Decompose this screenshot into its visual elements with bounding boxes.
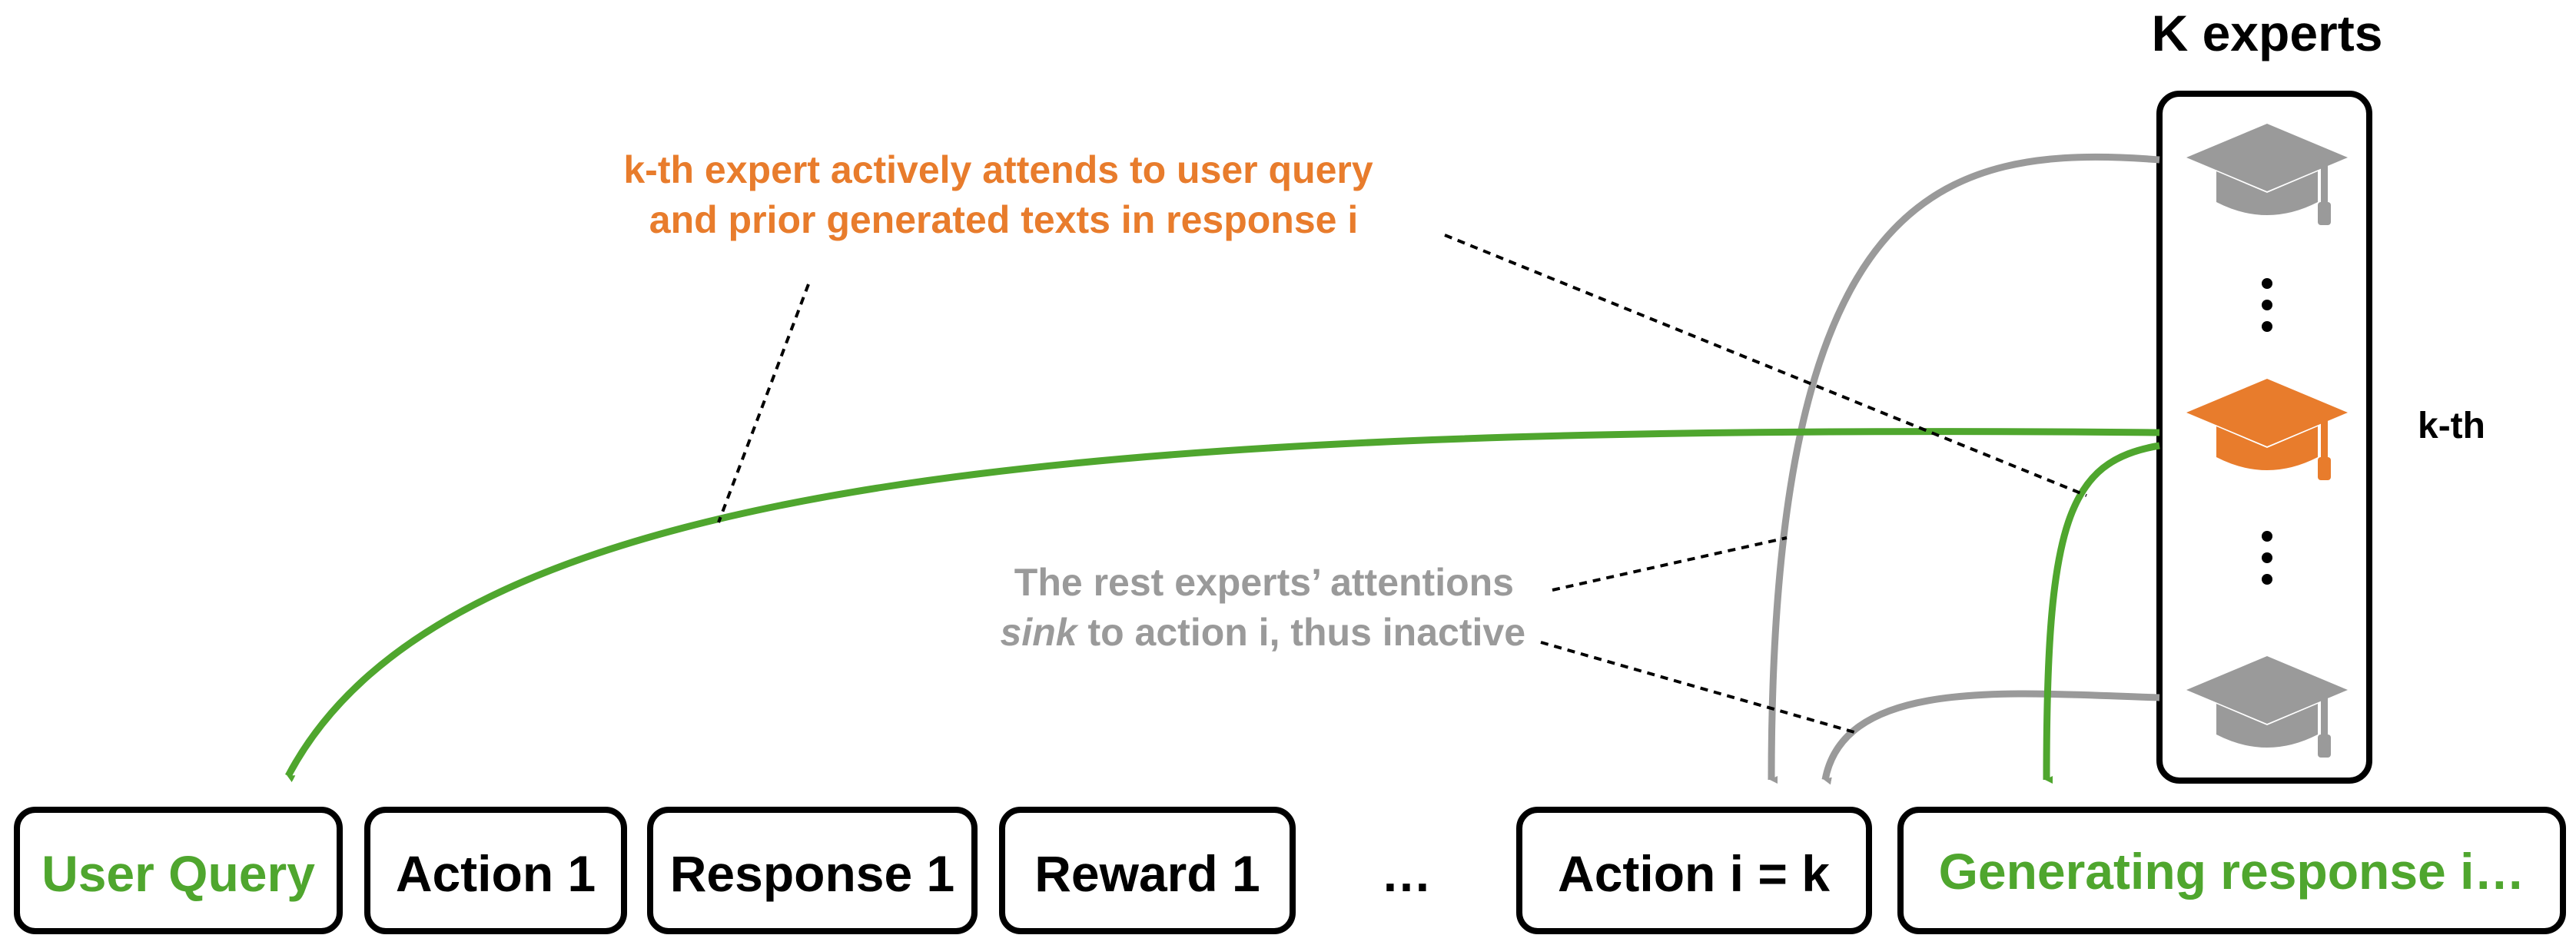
sequence-item-user-query: User Query: [14, 807, 343, 934]
sequence-item-reward-1: Reward 1: [999, 807, 1296, 934]
experts-title: K experts: [2152, 5, 2383, 61]
sequence-item-action-i: Action i = k: [1516, 807, 1872, 934]
sequence-ellipsis: …: [1381, 845, 1432, 902]
attention-arrow-top-to-action: [1768, 153, 2160, 784]
vertical-ellipsis-icon: [2262, 531, 2272, 585]
kth-expert-note-line2: and prior generated texts in response i: [649, 198, 1358, 241]
rest-experts-note-line2-rest: to action i, thus inactive: [1087, 611, 1525, 654]
generating-response-label: Generating response i…: [1939, 843, 2525, 900]
experts-column: [2156, 91, 2372, 784]
attention-arrow-kth-to-generating-response: [2043, 442, 2160, 784]
expert-top-graduation-cap-icon: [2186, 124, 2348, 225]
expert-kth-graduation-cap-icon: [2186, 379, 2348, 480]
rest-experts-note: The rest experts’ attentions: [1014, 561, 1514, 604]
attention-arrow-bottom-to-action: [1821, 690, 2160, 785]
rest-experts-note-line1: The rest experts’ attentions: [1014, 561, 1514, 604]
sequence-item-action-1: Action 1: [364, 807, 627, 934]
attention-arrow-kth-to-user-query: [285, 428, 2160, 783]
action-i-label: Action i = k: [1558, 845, 1830, 902]
sequence-row: User Query Action 1 Response 1 Reward 1 …: [14, 807, 2566, 934]
response-1-label: Response 1: [670, 845, 954, 902]
rest-experts-note-sink: sink: [1001, 611, 1079, 654]
rest-experts-note-line2: sink to action i, thus inactive: [1001, 611, 1526, 654]
vertical-ellipsis-icon: [2262, 278, 2272, 332]
user-query-label: User Query: [41, 845, 315, 902]
expert-bottom-graduation-cap-icon: [2186, 656, 2348, 758]
sequence-item-generating-response: Generating response i…: [1897, 807, 2566, 934]
kth-label: k-th: [2418, 406, 2485, 446]
reward-1-label: Reward 1: [1034, 845, 1260, 902]
sequence-item-response-1: Response 1: [647, 807, 978, 934]
dotted-leader-lines: [717, 234, 2087, 735]
action-1-label: Action 1: [396, 845, 596, 902]
kth-expert-note: k-th expert actively attends to user que…: [623, 148, 1383, 241]
kth-expert-note-line1: k-th expert actively attends to user que…: [623, 148, 1373, 191]
